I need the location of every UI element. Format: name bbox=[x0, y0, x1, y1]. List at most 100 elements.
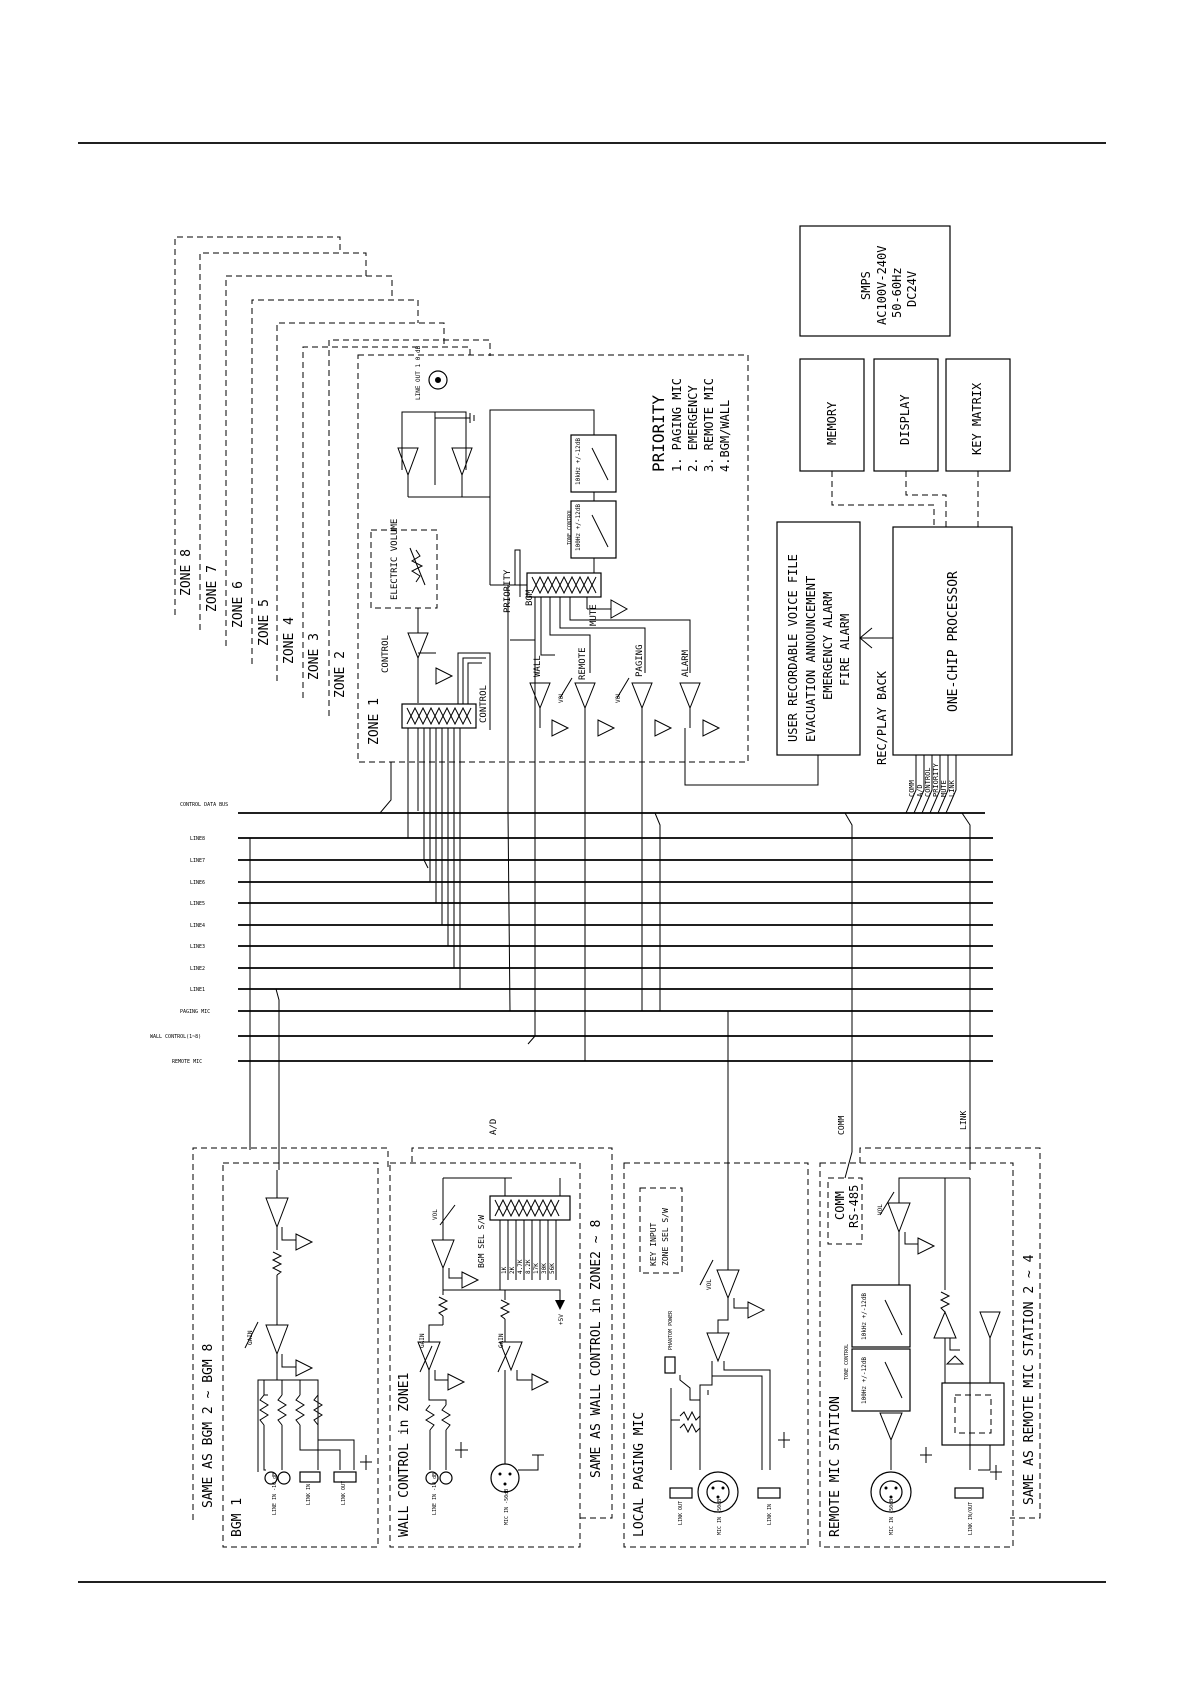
zone-1-label: ZONE 1 bbox=[367, 698, 382, 745]
wall-vol-label: VOL bbox=[432, 1209, 439, 1220]
mute-ground-icon bbox=[610, 599, 629, 619]
remote-amp bbox=[574, 682, 596, 710]
remote-vol-label: VOL bbox=[877, 1204, 884, 1215]
voice-file-label: USER RECORDABLE VOICE FILE bbox=[786, 554, 800, 742]
link-inout-jack-icon bbox=[954, 1487, 984, 1499]
remote-tone-10k-label: 10kHz +/-12dB bbox=[861, 1293, 868, 1340]
remote-amp-3 bbox=[933, 1310, 957, 1339]
zone-amp bbox=[407, 632, 429, 660]
wall-mic-in-label: MIC IN -50dB bbox=[504, 1489, 510, 1525]
electric-volume-label: ELECTRIC VOLUME bbox=[390, 519, 400, 600]
paging-label: PAGING bbox=[635, 644, 645, 677]
wall-gain-label-1: GAIN bbox=[419, 1333, 426, 1348]
local-link-out-jack-icon bbox=[669, 1487, 693, 1499]
local-amp-1 bbox=[716, 1269, 740, 1300]
wall-amp-1 bbox=[431, 1239, 455, 1270]
res-1k: 1K bbox=[501, 1266, 508, 1274]
bus-label-line4: LINE4 bbox=[190, 923, 205, 929]
bgm1-box bbox=[222, 1162, 379, 1548]
output-amp-2 bbox=[451, 447, 473, 477]
wall-amp bbox=[529, 682, 551, 710]
evac-label: EVACUATION ANNOUNCEMENT bbox=[804, 576, 818, 742]
local-mic-in-label: MIC IN -50dB bbox=[717, 1499, 723, 1535]
link-transformer-core bbox=[954, 1394, 992, 1434]
link-line-label: LINK bbox=[959, 1111, 968, 1130]
zone-control-label-2: CONTROL bbox=[479, 685, 489, 723]
remote-amp-1 bbox=[887, 1202, 911, 1234]
rca-jack-l-icon bbox=[264, 1471, 278, 1485]
remote-tone-control-label: TONE CONTROL bbox=[844, 1344, 850, 1380]
key-input-label: KEY INPUT bbox=[649, 1222, 658, 1266]
line-out-label: LINE OUT 1 0 dB bbox=[415, 345, 422, 400]
local-link-in-jack-icon bbox=[757, 1487, 781, 1499]
remote-amp-2 bbox=[879, 1412, 903, 1442]
output-amp-1 bbox=[397, 447, 419, 477]
wall-control-module: WALL CONTROL in ZONE1 SAME AS WALL CONTR… bbox=[389, 1119, 613, 1548]
electric-volume-box bbox=[370, 529, 438, 609]
zone-4-label: ZONE 4 bbox=[282, 617, 297, 664]
bus-label-paging: PAGING MIC bbox=[180, 1009, 210, 1015]
link-transformer-box bbox=[941, 1382, 1005, 1446]
proc-line-link: LINK bbox=[948, 779, 956, 797]
res-8-2k: 8.2K bbox=[525, 1259, 532, 1274]
remote-tone-100-box bbox=[851, 1348, 911, 1412]
plus-5v-arrow-icon bbox=[555, 1300, 565, 1310]
wall-label: WALL bbox=[533, 655, 543, 677]
zone-6-label: ZONE 6 bbox=[231, 581, 246, 628]
bus-label-line7: LINE7 bbox=[190, 858, 205, 864]
bus-label-line2: LINE2 bbox=[190, 966, 205, 972]
wall-rca-l-icon bbox=[425, 1471, 439, 1485]
remote-mic-title: REMOTE MIC STATION bbox=[828, 1396, 843, 1537]
local-amp-2 bbox=[706, 1332, 730, 1363]
proc-line-mute: MUTE bbox=[940, 780, 948, 797]
remote-mic-in-label: MIC IN -50dB bbox=[889, 1499, 895, 1535]
remote-mic-box bbox=[819, 1162, 1014, 1548]
smps-dc: DC24V bbox=[905, 271, 919, 307]
res-17k: 17K bbox=[533, 1263, 540, 1274]
local-link-out-label: LINK OUT bbox=[678, 1501, 684, 1525]
remote-amp-4 bbox=[979, 1311, 1001, 1340]
zone-switch-matrix bbox=[401, 703, 477, 729]
tone-10k-label: 10kHz +/-12dB bbox=[575, 438, 582, 485]
local-paging-title: LOCAL PAGING MIC bbox=[632, 1412, 647, 1537]
system-blocks: SMPS AC100V-240V 50-60Hz DC24V MEMORY DI… bbox=[684, 225, 1013, 814]
bgm-sel-switch bbox=[489, 1195, 571, 1221]
res-30k: 30K bbox=[541, 1263, 548, 1274]
tone-100-label: 100Hz +/-12dB bbox=[575, 504, 582, 551]
key-input-box bbox=[639, 1187, 683, 1274]
comm-line-label: COMM bbox=[837, 1116, 846, 1135]
wall-control-title: WALL CONTROL in ZONE1 bbox=[397, 1373, 412, 1537]
bgm-link-in-label: LINK IN bbox=[306, 1484, 312, 1505]
bgm-signal-label: BGM bbox=[525, 589, 535, 606]
local-xlr-mic-icon bbox=[697, 1471, 739, 1513]
remote-tone-10k-box bbox=[851, 1284, 911, 1348]
res-2k: 2K bbox=[509, 1266, 516, 1274]
processor-label: ONE-CHIP PROCESSOR bbox=[946, 571, 961, 712]
phantom-label: PHANTOM POWER bbox=[668, 1310, 674, 1350]
wall-gain-label-2: GAIN bbox=[498, 1333, 505, 1348]
fire-alarm-label: FIRE ALARM bbox=[838, 614, 852, 686]
remote-same-label: SAME AS REMOTE MIC STATION 2 ~ 4 bbox=[1022, 1254, 1037, 1505]
res-4-7k: 4.7K bbox=[517, 1259, 524, 1274]
priority-item-2: 2. EMERGENCY bbox=[686, 385, 700, 472]
bus-label-wall: WALL CONTROL(1~8) bbox=[150, 1034, 201, 1040]
alarm-label: ALARM bbox=[681, 649, 691, 677]
paging-amp bbox=[631, 682, 653, 710]
local-link-in-label: LINK IN bbox=[767, 1504, 773, 1525]
res-56k: 56K bbox=[549, 1263, 556, 1274]
link-in-jack-icon bbox=[299, 1471, 321, 1483]
remote-label: REMOTE bbox=[578, 647, 588, 680]
bgm-link-out-label: LINK OUT bbox=[341, 1481, 347, 1505]
key-matrix-label: KEY MATRIX bbox=[970, 382, 984, 455]
remote-mic-module: REMOTE MIC STATION SAME AS REMOTE MIC ST… bbox=[819, 1111, 1041, 1548]
remote-tone-100-label: 100Hz +/-12dB bbox=[861, 1357, 868, 1404]
bus-label-line5: LINE5 bbox=[190, 901, 205, 907]
rec-play-label: REC/PLAY BACK bbox=[875, 670, 889, 765]
tone-control-label: TONE CONTROL bbox=[567, 509, 573, 545]
wall-rca-r-icon bbox=[439, 1471, 453, 1485]
rca-jack-r-icon bbox=[277, 1471, 291, 1485]
bgm-gain-label: GAIN bbox=[247, 1330, 254, 1345]
xlr-line-out-icon bbox=[428, 370, 448, 390]
vol-label-2: VOL bbox=[615, 692, 622, 703]
